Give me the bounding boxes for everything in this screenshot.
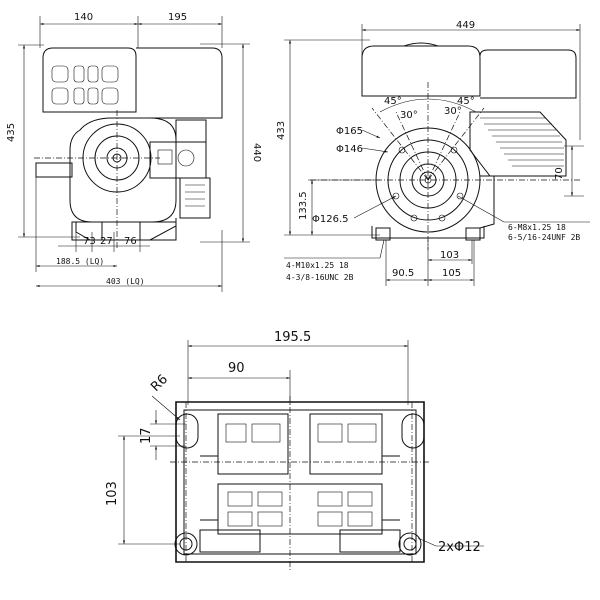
dim-27-label: 27 (100, 236, 113, 247)
dim-433-label: 433 (276, 121, 287, 140)
dim-195-label: 195 (168, 12, 187, 23)
angle-30-left: 30° (400, 110, 418, 121)
dim-435-label: 435 (6, 123, 17, 142)
dim-103-base-label: 103 (105, 481, 120, 506)
thread-left-1: 4-M10x1.25 18 (286, 261, 349, 270)
dim-90-5-label: 90.5 (392, 268, 414, 279)
angle-45-left: 45° (384, 96, 402, 107)
dim-140-label: 140 (74, 12, 93, 23)
dim-90-label: 90 (228, 361, 245, 376)
dim-76-label: 76 (124, 236, 137, 247)
dim-403-label: 403 (LQ) (106, 277, 145, 286)
radius-label: R6 (148, 372, 171, 395)
dim-70-label: 70 (554, 167, 565, 180)
thread-right-1: 6-M8x1.25 18 (508, 223, 566, 232)
side-view: 140 195 435 440 (6, 12, 262, 292)
dim-188-label: 188.5 (LQ) (56, 257, 104, 266)
thread-left-2: 4-3/8-16UNC 2B (286, 273, 354, 282)
dim-440-label: 440 (251, 143, 262, 162)
dim-195-5-label: 195.5 (274, 330, 311, 345)
dia-126-label: Φ126.5 (312, 214, 349, 225)
angle-30-right: 30° (444, 106, 462, 117)
dim-105-label: 105 (442, 268, 461, 279)
dia-146-label: Φ146 (336, 144, 363, 155)
dim-133-label: 133.5 (298, 191, 309, 220)
dim-449-label: 449 (456, 20, 475, 31)
base-view: 195.5 90 R6 (105, 330, 484, 570)
front-view: 449 433 (276, 20, 590, 286)
dim-103-front-label: 103 (440, 250, 459, 261)
holes-label: 2xΦ12 (438, 540, 481, 555)
thread-right-2: 6-5/16-24UNF 2B (508, 233, 580, 242)
dia-165-label: Φ165 (336, 126, 363, 137)
dim-73-label: 73 (83, 236, 96, 247)
angle-45-right: 45° (457, 96, 475, 107)
